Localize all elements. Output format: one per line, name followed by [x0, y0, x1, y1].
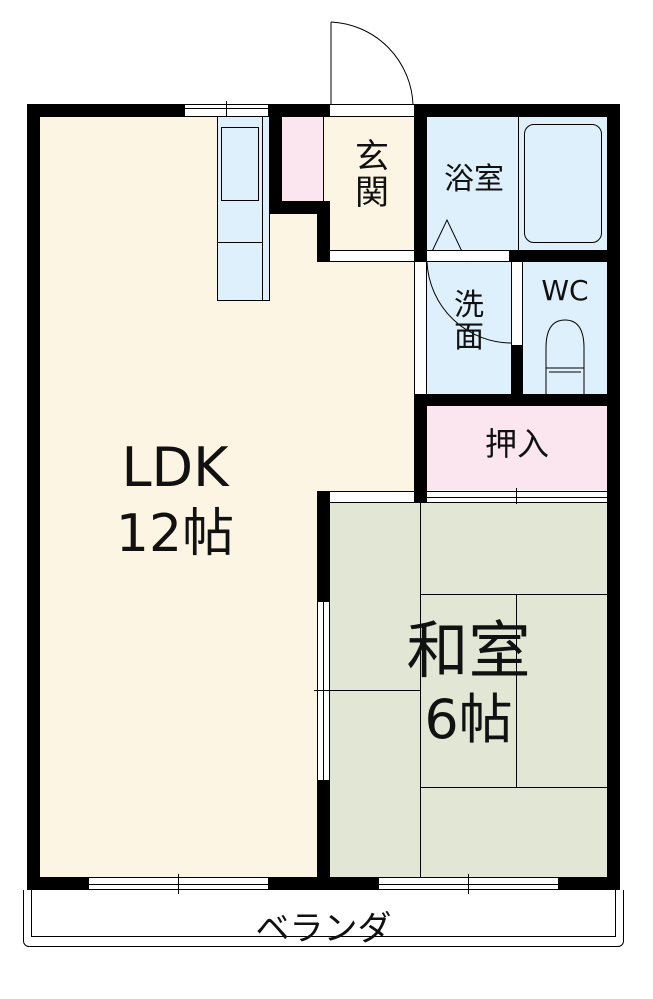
veranda-inner-rail [31, 890, 616, 937]
kitchen-counter-edge [262, 117, 263, 301]
room-closet [427, 406, 607, 490]
window-washitsu-balcony[interactable] [379, 874, 558, 894]
washroom-label: 洗 面 [454, 288, 484, 355]
bathroom-label: 浴室 [444, 162, 504, 197]
toilet-label: WC [541, 274, 589, 307]
room-genkan [324, 117, 417, 257]
wall-genkan-step [270, 201, 330, 214]
closet-label: 押入 [484, 425, 549, 463]
wall-top [27, 104, 620, 117]
wall-genkan-left-upper [270, 104, 282, 214]
bath-door-swing-icon [426, 218, 514, 344]
kitchen-stove-divider [218, 242, 262, 243]
wc-door[interactable] [511, 262, 523, 345]
room-washroom [427, 262, 512, 395]
room-toilet [523, 262, 607, 395]
tatami-line [516, 594, 517, 787]
genkan-opening [330, 250, 414, 262]
wall-closet-left [414, 394, 427, 503]
tatami-line [420, 787, 607, 788]
window-kitchen [185, 101, 268, 117]
window-ldk-balcony[interactable] [89, 874, 268, 894]
entrance-door[interactable] [330, 104, 414, 117]
ldk-name-label: LDK [121, 436, 229, 499]
bath-door[interactable] [427, 250, 509, 262]
bathtub-icon [518, 117, 519, 250]
wall-bath-bottom [509, 250, 620, 262]
wall-wet-left [414, 104, 427, 262]
tatami-line [420, 594, 607, 595]
entrance-door-swing-icon [330, 21, 414, 106]
kitchen-counter [217, 116, 270, 301]
tatami-line [420, 503, 421, 877]
wall-right [607, 104, 620, 890]
wall-wc-left [511, 345, 523, 406]
washitsu-size-label: 6帖 [424, 688, 513, 751]
closet-sliding-door[interactable] [427, 488, 607, 504]
wall-wet-bottom [414, 394, 620, 406]
washroom-door[interactable] [414, 262, 427, 394]
kitchen-sink-icon [221, 127, 259, 201]
wall-genkan-left-lower [317, 201, 330, 262]
tatami-line [330, 690, 420, 691]
toilet-icon [545, 319, 585, 396]
washitsu-name-label: 和室 [406, 614, 531, 687]
veranda-label: ベランダ [255, 909, 392, 949]
washitsu-sliding-door[interactable] [314, 602, 330, 780]
veranda [23, 890, 624, 947]
genkan-label: 玄 関 [355, 137, 389, 213]
room-bathroom [427, 117, 607, 250]
bathtub-basin-icon [524, 124, 602, 243]
wall-left [27, 104, 40, 890]
washitsu-top-opening [330, 491, 414, 503]
room-shoe-storage [282, 117, 324, 201]
ldk-size-label: 12帖 [115, 504, 235, 564]
